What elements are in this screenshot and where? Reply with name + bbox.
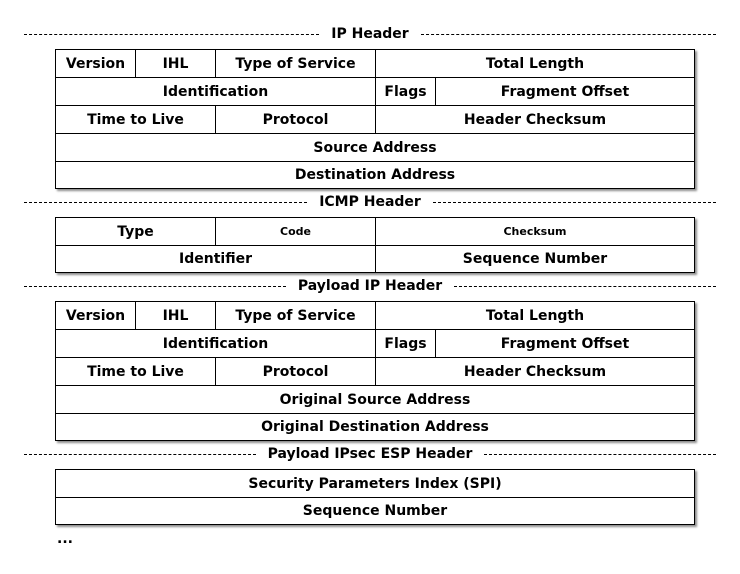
divider <box>454 285 716 287</box>
field-ihl: IHL <box>135 49 216 78</box>
continuation-ellipsis: ... <box>57 531 73 547</box>
field-fragment-offset: Fragment Offset <box>435 329 695 358</box>
payload-ip-header-table: Version IHL Type of Service Total Length… <box>55 301 695 441</box>
divider <box>420 33 716 35</box>
field-original-destination-address: Original Destination Address <box>55 413 695 441</box>
field-sequence-number: Sequence Number <box>55 497 695 525</box>
divider <box>432 201 717 203</box>
field-flags: Flags <box>375 329 436 358</box>
field-total-length: Total Length <box>375 49 695 78</box>
divider <box>484 453 716 455</box>
divider <box>24 285 286 287</box>
field-total-length: Total Length <box>375 301 695 330</box>
ip-header-title: IP Header <box>24 26 716 42</box>
payload-esp-header-title: Payload IPsec ESP Header <box>24 446 716 462</box>
payload-ip-header-title: Payload IP Header <box>24 278 716 294</box>
payload-esp-header-table: Security Parameters Index (SPI) Sequence… <box>55 469 695 525</box>
field-type: Type <box>55 217 216 246</box>
divider <box>24 33 320 35</box>
field-checksum: Checksum <box>375 217 695 246</box>
field-destination-address: Destination Address <box>55 161 695 189</box>
field-version: Version <box>55 49 136 78</box>
field-time-to-live: Time to Live <box>55 357 216 386</box>
field-header-checksum: Header Checksum <box>375 105 695 134</box>
field-ihl: IHL <box>135 301 216 330</box>
icmp-header-title: ICMP Header <box>24 194 717 210</box>
section-label: ICMP Header <box>319 194 421 210</box>
divider <box>24 453 256 455</box>
field-original-source-address: Original Source Address <box>55 385 695 414</box>
ip-header-table: Version IHL Type of Service Total Length… <box>55 49 695 189</box>
field-protocol: Protocol <box>215 105 376 134</box>
field-identifier: Identifier <box>55 245 376 273</box>
field-source-address: Source Address <box>55 133 695 162</box>
field-version: Version <box>55 301 136 330</box>
icmp-header-table: Type Code Checksum Identifier Sequence N… <box>55 217 695 273</box>
field-time-to-live: Time to Live <box>55 105 216 134</box>
field-header-checksum: Header Checksum <box>375 357 695 386</box>
field-flags: Flags <box>375 77 436 106</box>
field-type-of-service: Type of Service <box>215 49 376 78</box>
field-identification: Identification <box>55 77 376 106</box>
field-protocol: Protocol <box>215 357 376 386</box>
field-spi: Security Parameters Index (SPI) <box>55 469 695 498</box>
field-type-of-service: Type of Service <box>215 301 376 330</box>
field-code: Code <box>215 217 376 246</box>
section-label: Payload IP Header <box>297 278 443 294</box>
section-label: Payload IPsec ESP Header <box>267 446 473 462</box>
field-fragment-offset: Fragment Offset <box>435 77 695 106</box>
field-identification: Identification <box>55 329 376 358</box>
field-sequence-number: Sequence Number <box>375 245 695 273</box>
section-label: IP Header <box>331 26 409 42</box>
divider <box>24 201 308 203</box>
